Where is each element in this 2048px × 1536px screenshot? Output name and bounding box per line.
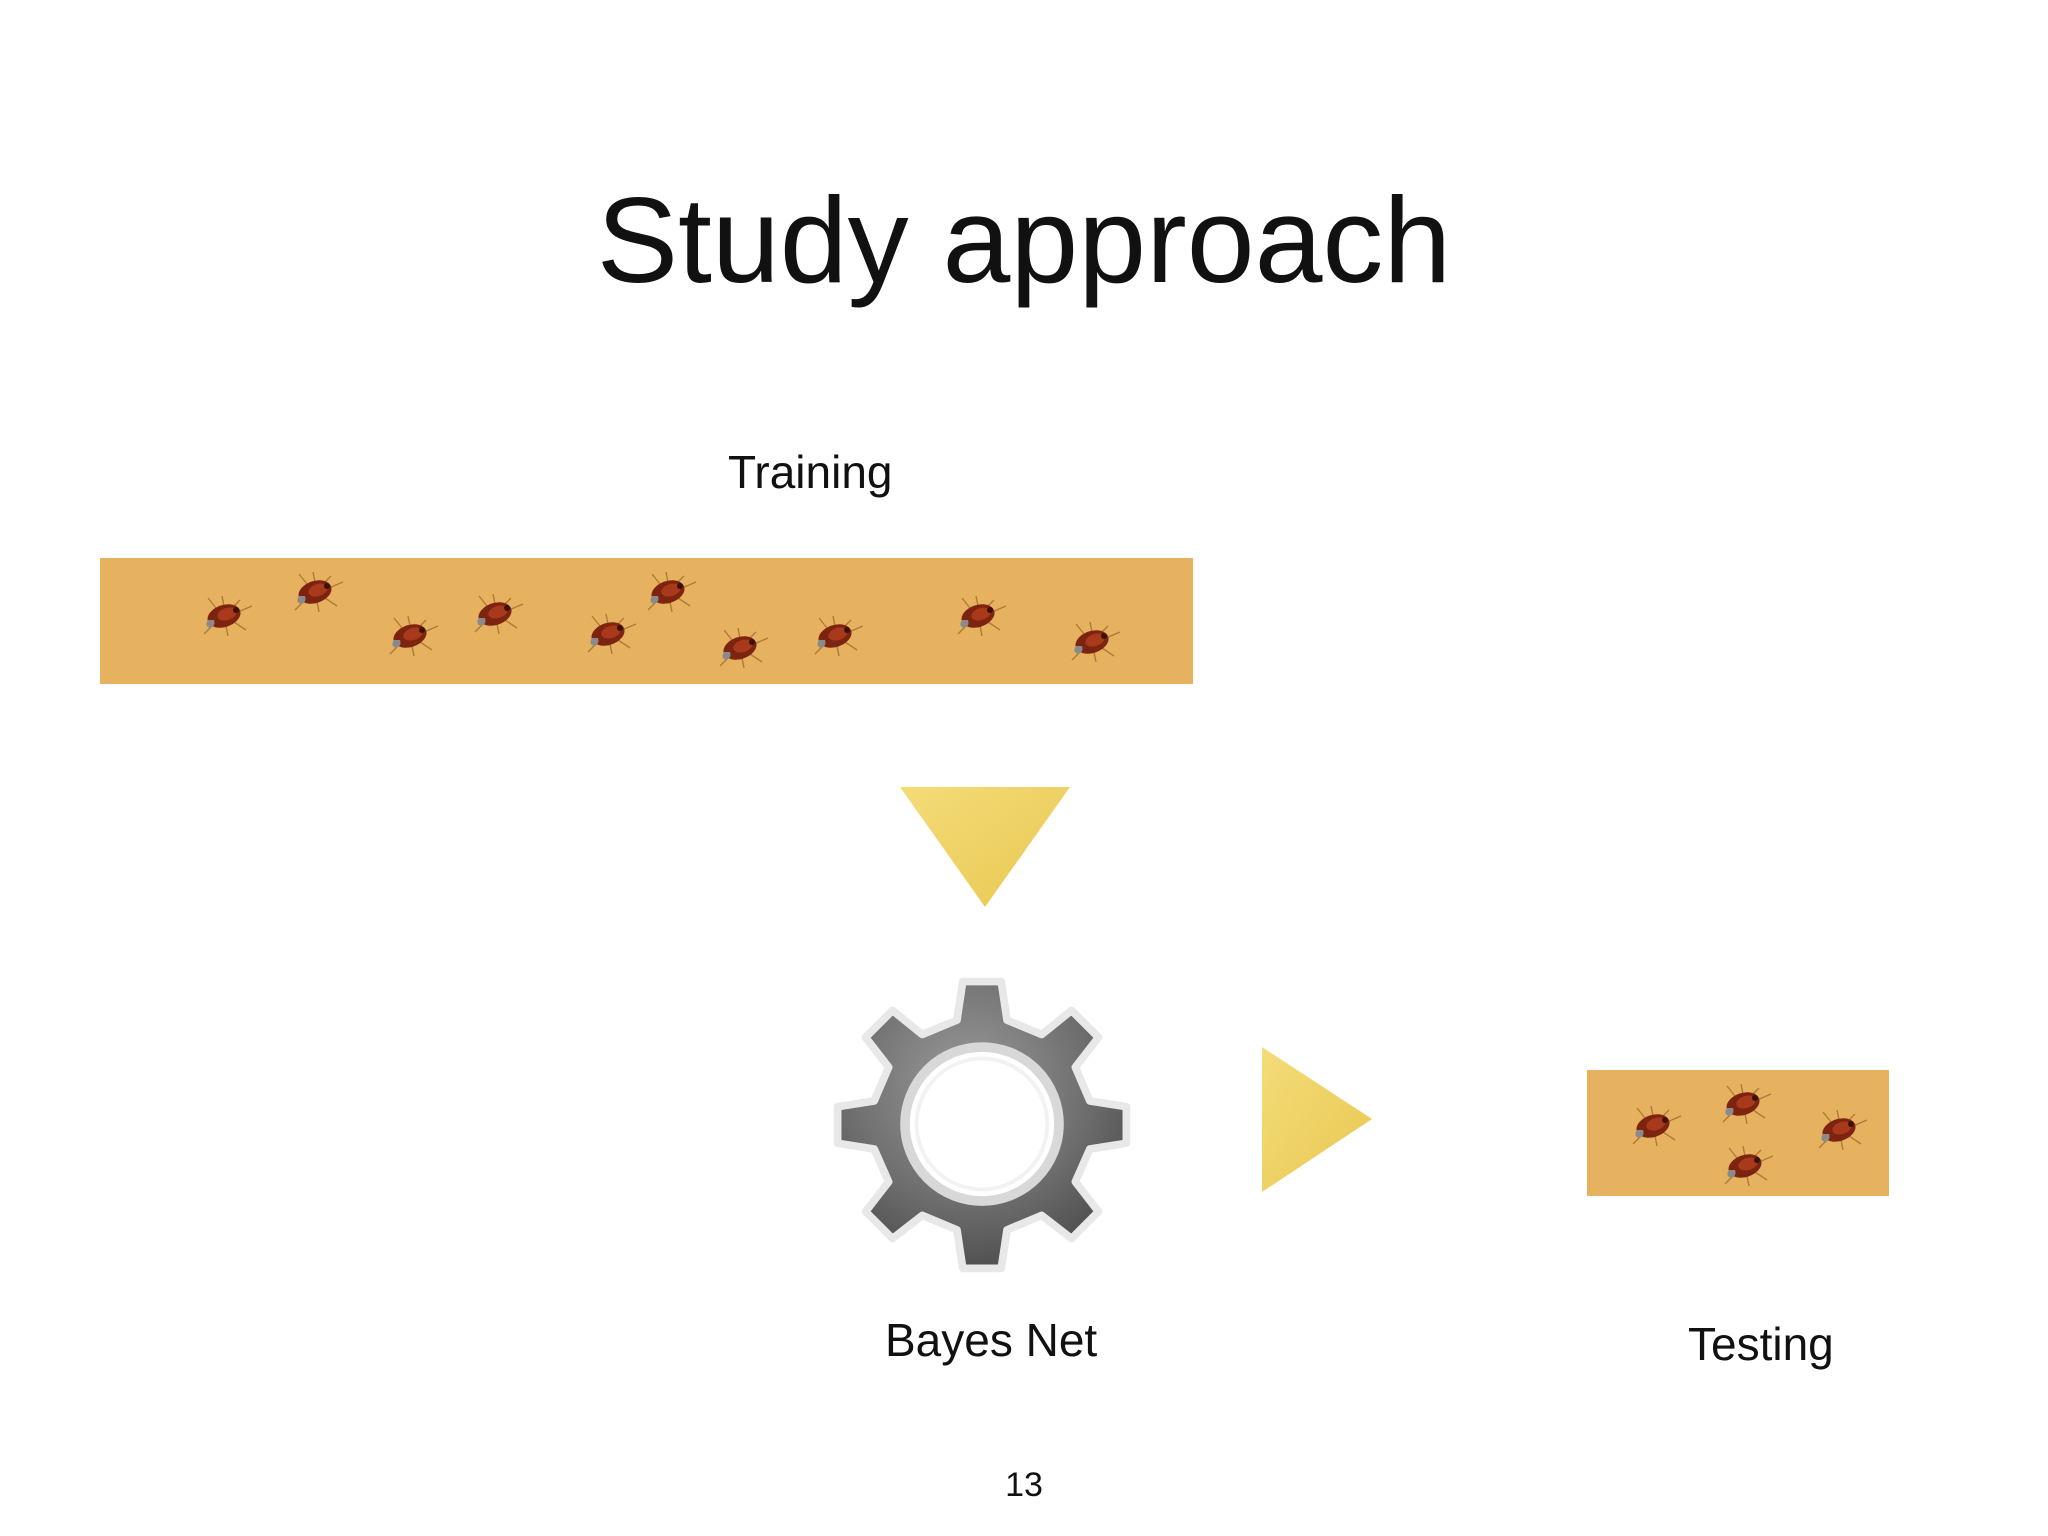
cockroach-icon <box>465 594 525 634</box>
cockroach-icon <box>1809 1110 1869 1150</box>
cockroach-icon <box>380 616 440 656</box>
cockroach-icon <box>194 596 254 636</box>
cockroach-icon <box>578 614 638 654</box>
cockroach-icon <box>1623 1106 1683 1146</box>
training-bug-strip <box>100 558 1193 684</box>
triangle-right-arrow <box>1262 1047 1372 1192</box>
cockroach-icon <box>948 596 1008 636</box>
triangle-down-arrow <box>900 787 1070 907</box>
cockroach-icon <box>710 628 770 668</box>
page-number: 13 <box>1005 1466 1043 1504</box>
testing-label: Testing <box>1688 1318 1834 1370</box>
cockroach-icon <box>1713 1084 1773 1124</box>
slide-title: Study approach <box>596 172 1452 308</box>
bayes-net-label: Bayes Net <box>885 1314 1098 1366</box>
training-label: Training <box>728 446 893 498</box>
cockroach-icon <box>638 572 698 612</box>
cockroach-icon <box>285 572 345 612</box>
cockroach-icon <box>1062 622 1122 662</box>
gear-icon <box>833 977 1131 1273</box>
cockroach-icon <box>1715 1146 1775 1186</box>
cockroach-icon <box>805 616 865 656</box>
testing-bug-strip <box>1587 1070 1889 1196</box>
